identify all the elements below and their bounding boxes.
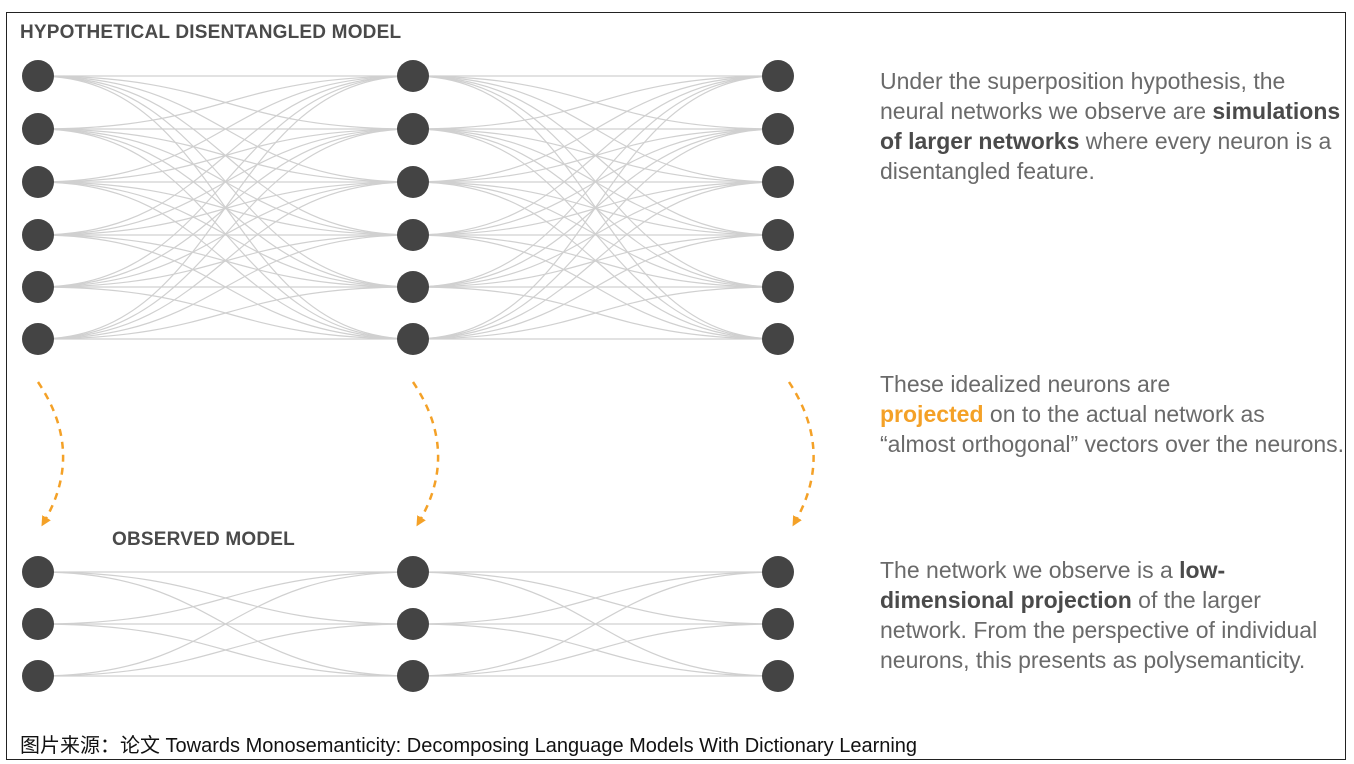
hypothetical-neuron xyxy=(22,323,54,355)
hypothetical-neuron xyxy=(762,60,794,92)
hypothetical-edge xyxy=(412,286,779,340)
hypothetical-model-title: HYPOTHETICAL DISENTANGLED MODEL xyxy=(20,22,402,43)
hypothetical-edge xyxy=(412,75,779,236)
observed-neuron xyxy=(397,556,429,588)
hypothetical-edge xyxy=(37,286,414,340)
hypothetical-neuron xyxy=(22,271,54,303)
figure-frame xyxy=(6,12,1346,760)
hypothetical-edge xyxy=(412,181,779,340)
hypothetical-edge xyxy=(412,75,779,130)
desc1-bold: simulations of larger networks xyxy=(880,98,1341,154)
observed-neuron xyxy=(22,556,54,588)
desc1-text-end: where every neuron is a disentangled fea… xyxy=(880,128,1332,184)
desc2-text-end: on to the actual network as “almost orth… xyxy=(880,401,1345,457)
observed-edge xyxy=(412,623,779,677)
hypothetical-edge xyxy=(412,75,779,340)
observed-neuron xyxy=(397,660,429,692)
hypothetical-edge xyxy=(37,75,414,183)
observed-description: The network we observe is a low-dimensio… xyxy=(880,555,1345,675)
observed-edge xyxy=(37,571,414,625)
observed-model-title: OBSERVED MODEL xyxy=(112,529,295,550)
hypothetical-edge xyxy=(412,75,779,288)
desc3-bold: low-dimensional projection xyxy=(880,557,1226,613)
hypothetical-neuron xyxy=(397,60,429,92)
projection-arrows xyxy=(36,381,815,527)
hypothetical-neuron xyxy=(762,271,794,303)
hypothetical-edge xyxy=(37,75,414,340)
hypothetical-neuron xyxy=(22,113,54,145)
desc3-text: The network we observe is a xyxy=(880,557,1180,583)
projection-arrow xyxy=(411,381,440,527)
projection-description: These idealized neurons are projected on … xyxy=(880,369,1345,459)
observed-neurons xyxy=(22,556,794,692)
desc2-highlight: projected xyxy=(880,401,984,427)
hypothetical-neuron xyxy=(397,166,429,198)
hypothetical-neuron xyxy=(762,113,794,145)
hypothetical-edge xyxy=(37,75,414,236)
source-caption: 图片来源：论文 Towards Monosemanticity: Decompo… xyxy=(20,735,918,757)
observed-neuron xyxy=(22,608,54,640)
hypothetical-edges xyxy=(37,75,779,340)
network-diagram xyxy=(22,60,815,692)
desc1-text: Under the superposition hypothesis, the … xyxy=(880,68,1286,124)
observed-neuron xyxy=(397,608,429,640)
hypothetical-neuron xyxy=(397,271,429,303)
hypothetical-neuron xyxy=(762,219,794,251)
observed-edges xyxy=(37,571,779,677)
observed-edge xyxy=(37,571,414,677)
projection-arrow xyxy=(787,381,815,527)
observed-neuron xyxy=(762,608,794,640)
observed-neuron xyxy=(762,660,794,692)
desc3-text-end: of the larger network. From the perspect… xyxy=(880,587,1318,673)
observed-edge xyxy=(37,623,414,677)
observed-neuron xyxy=(22,660,54,692)
hypothetical-edge xyxy=(37,181,414,340)
observed-neuron xyxy=(762,556,794,588)
hypothetical-neuron xyxy=(397,113,429,145)
hypothetical-neuron xyxy=(22,219,54,251)
projection-arrow xyxy=(36,381,65,527)
hypothetical-neuron xyxy=(397,323,429,355)
desc2-text: These idealized neurons are xyxy=(880,371,1171,397)
hypothetical-neuron xyxy=(762,323,794,355)
hypothetical-neurons xyxy=(22,60,794,355)
hypothetical-edge xyxy=(37,128,414,340)
hypothetical-edge xyxy=(37,234,414,340)
hypothetical-edge xyxy=(412,75,779,183)
observed-edge xyxy=(412,571,779,677)
hypothetical-edge xyxy=(37,75,414,288)
hypothetical-edge xyxy=(37,75,414,130)
hypothetical-edge xyxy=(412,128,779,340)
hypothetical-neuron xyxy=(22,60,54,92)
observed-edge xyxy=(412,571,779,625)
superposition-description: Under the superposition hypothesis, the … xyxy=(880,66,1345,186)
hypothetical-neuron xyxy=(22,166,54,198)
hypothetical-neuron xyxy=(762,166,794,198)
hypothetical-neuron xyxy=(397,219,429,251)
hypothetical-edge xyxy=(412,234,779,340)
